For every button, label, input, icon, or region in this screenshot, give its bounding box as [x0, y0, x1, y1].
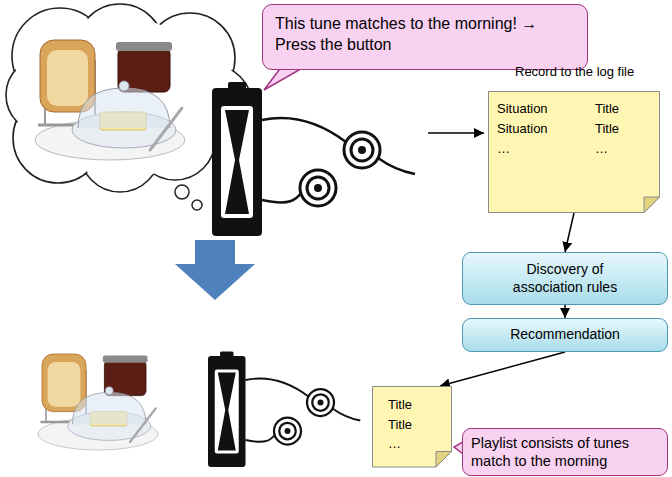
log-table: SituationTitleSituationTitle…… [488, 91, 660, 174]
music-player [208, 352, 360, 468]
folded-corner [436, 452, 452, 468]
node-text: Recommendation [510, 326, 620, 344]
paper-sheet: SituationTitleSituationTitle…… [488, 91, 660, 213]
table-cell: Situation [497, 121, 595, 136]
node-heading: Record to the log file [488, 64, 660, 79]
flow-arrow [565, 213, 574, 252]
table-cell: Title [595, 121, 651, 136]
music-player [212, 82, 415, 236]
breakfast-picture [38, 354, 158, 450]
node-text: This tune matches to the morning! → Pres… [275, 14, 575, 56]
process-box: Discovery of association rules [462, 252, 668, 305]
log-file: Record to the log fileSituationTitleSitu… [488, 64, 660, 213]
flow-arrow [564, 305, 566, 318]
paper-sheet: TitleTitle… [372, 386, 452, 468]
table-cell: … [595, 141, 651, 156]
callout-bubble: Playlist consists of tunes match to the … [462, 428, 668, 476]
node-text: Playlist consists of tunes match to the … [471, 434, 659, 470]
block-arrow [175, 240, 255, 300]
flow-arrow [440, 352, 565, 386]
sheet-body [489, 92, 660, 213]
speech-bubble: This tune matches to the morning! → Pres… [262, 4, 588, 70]
playlist-document: TitleTitle… [372, 386, 452, 468]
record-arrow [428, 132, 484, 134]
list-item: … [388, 434, 436, 454]
sheet-body [373, 387, 452, 468]
list-item: Title [388, 415, 436, 435]
title-list: TitleTitle… [372, 386, 452, 468]
table-cell: Title [595, 101, 651, 116]
table-cell: … [497, 141, 595, 156]
breakfast-picture [35, 40, 185, 160]
node-text: Discovery of association rules [490, 261, 640, 296]
table-cell: Situation [497, 101, 595, 116]
process-box: Recommendation [462, 318, 668, 352]
list-item: Title [388, 395, 436, 415]
folded-corner [644, 197, 660, 213]
